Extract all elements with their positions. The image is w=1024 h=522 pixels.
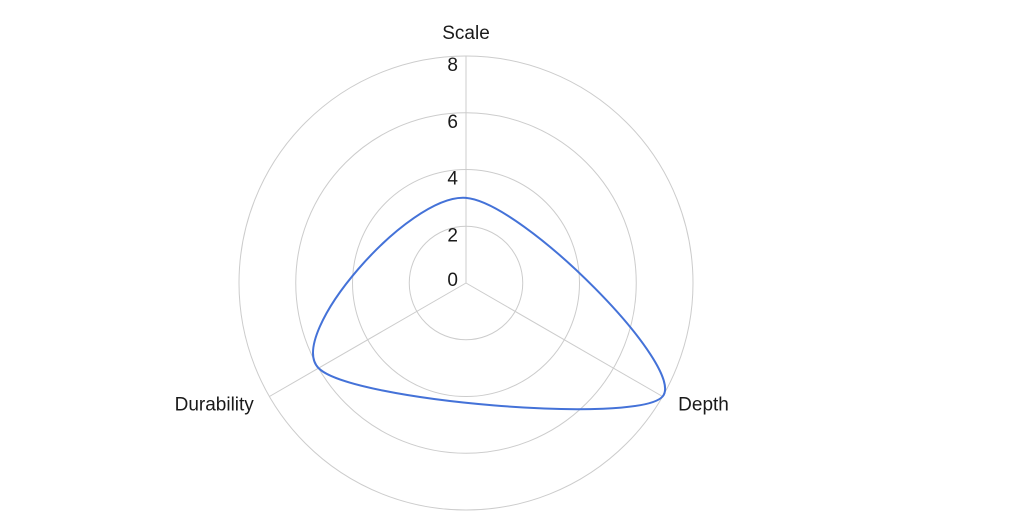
radial-tick-label-6: 6: [447, 112, 458, 133]
data-series[interactable]: [312, 196, 666, 411]
axis-spokes: [269, 56, 663, 397]
radial-tick-label-4: 4: [447, 169, 458, 190]
radial-tick-label-2: 2: [447, 225, 458, 246]
axis-label-depth: Depth: [678, 395, 729, 416]
radial-tick-label-8: 8: [447, 55, 458, 76]
radial-tick-labels: 0 2 4 6 8: [447, 55, 458, 291]
spoke-depth: [465, 282, 663, 397]
axis-label-durability: Durability: [175, 395, 255, 416]
axis-label-scale: Scale: [442, 23, 490, 44]
series-line-0[interactable]: [312, 196, 666, 411]
spoke-durability: [269, 282, 467, 397]
radial-tick-label-0: 0: [447, 270, 458, 291]
